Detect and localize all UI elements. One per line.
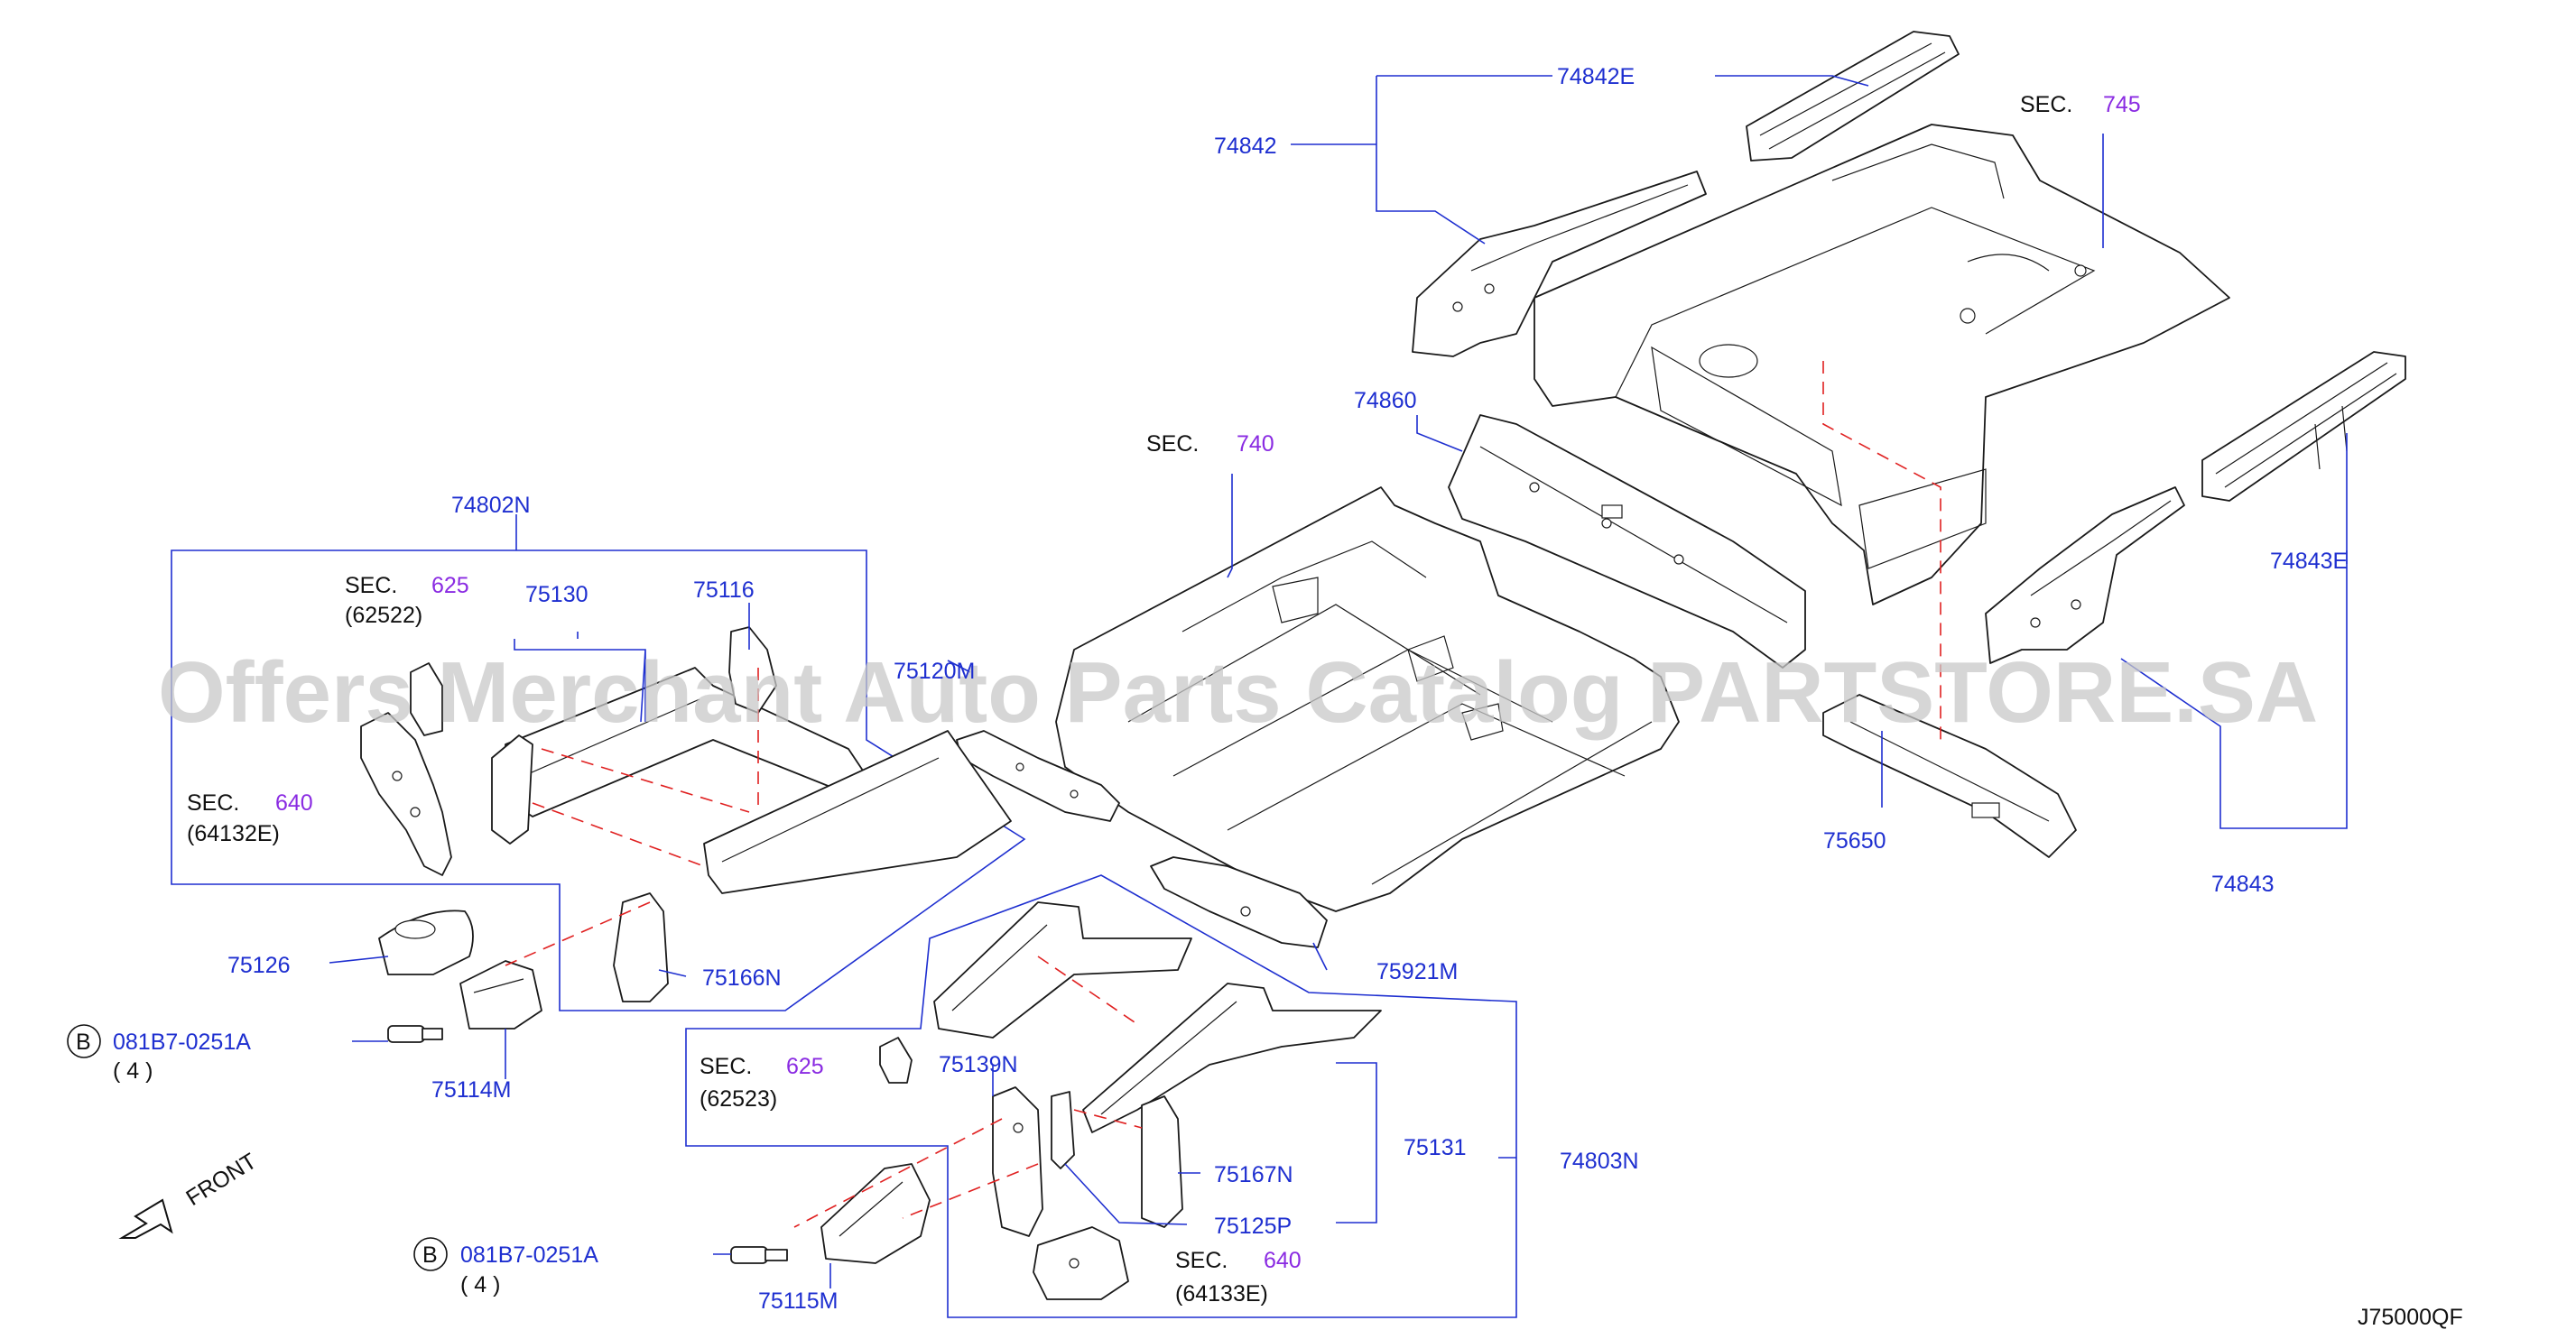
sec-640-a-prefix: SEC. xyxy=(187,790,239,816)
label-75167n: 75167N xyxy=(1214,1162,1293,1187)
rail-74843e xyxy=(2201,351,2406,502)
member-75131 xyxy=(933,901,1382,1133)
leader-74802n-bracket xyxy=(171,549,1026,1011)
sec-625-b-sub: (62523) xyxy=(700,1086,777,1112)
front-direction-arrow: FRONT xyxy=(118,1149,261,1239)
label-74860: 74860 xyxy=(1354,388,1417,413)
label-74843e: 74843E xyxy=(2270,549,2348,574)
bolt-b-callout: B 081B7-0251A ( 4 ) xyxy=(413,1237,598,1297)
label-74802n: 74802N xyxy=(451,493,531,518)
label-75125p: 75125P xyxy=(1214,1214,1292,1239)
part-75126 xyxy=(378,910,474,975)
bolt-a-icon xyxy=(387,1025,443,1043)
member-75130 xyxy=(505,667,1012,894)
sec-625-b-prefix: SEC. xyxy=(700,1054,752,1079)
part-75115m xyxy=(820,1163,931,1264)
alignment-line xyxy=(1822,361,1941,740)
label-75120m: 75120M xyxy=(894,659,975,684)
rear-floor-panel xyxy=(1534,124,2230,605)
alignment-line xyxy=(505,668,759,966)
sec-625-a-sub: (62522) xyxy=(345,603,422,628)
bolt-a-badge-letter: B xyxy=(76,1030,91,1055)
label-75650: 75650 xyxy=(1823,828,1886,854)
part-62523-bracket xyxy=(879,1037,913,1084)
bolt-b-qty: ( 4 ) xyxy=(460,1272,500,1297)
rail-74842e xyxy=(1746,31,1960,162)
sec-740-prefix: SEC. xyxy=(1146,431,1199,457)
member-74842 xyxy=(1412,171,1707,357)
part-62522-bracket xyxy=(410,662,443,736)
bolt-a-badge xyxy=(67,1024,101,1058)
part-75125p xyxy=(1051,1091,1075,1169)
part-64133e-bracket xyxy=(1033,1226,1129,1300)
part-75120m xyxy=(956,730,1120,822)
label-75130: 75130 xyxy=(525,582,588,607)
bolt-a-part: 081B7-0251A xyxy=(113,1030,251,1055)
leader-74803n-bracket xyxy=(685,874,1517,1318)
bolt-b-badge xyxy=(413,1237,448,1271)
sec-740-number: 740 xyxy=(1237,431,1274,457)
label-75139n: 75139N xyxy=(939,1052,1018,1077)
bolt-b-part: 081B7-0251A xyxy=(460,1242,598,1268)
label-74843: 74843 xyxy=(2211,872,2275,897)
sec-640-a-sub: (64132E) xyxy=(187,821,280,846)
bolt-a-callout: B 081B7-0251A ( 4 ) xyxy=(67,1024,251,1084)
part-75167n xyxy=(1141,1095,1183,1228)
part-75166n xyxy=(613,892,669,1002)
front-arrow-icon xyxy=(118,1198,173,1239)
part-75921m xyxy=(1150,856,1328,948)
label-75116: 75116 xyxy=(693,577,755,603)
label-75166n: 75166N xyxy=(702,965,782,991)
sec-640-b-sub: (64133E) xyxy=(1175,1281,1268,1307)
watermark-text: Offers Merchant Auto Parts Catalog PARTS… xyxy=(158,644,2318,741)
part-75114m xyxy=(459,960,542,1030)
crossmember-74860 xyxy=(1448,414,1806,669)
bracket-left-vertical xyxy=(491,734,533,845)
bolt-b-icon xyxy=(730,1246,788,1264)
sec-745-prefix: SEC. xyxy=(2020,92,2072,117)
label-75114m: 75114M xyxy=(431,1077,512,1103)
sec-625-a-prefix: SEC. xyxy=(345,573,397,598)
part-64132e-bracket xyxy=(360,712,452,876)
bolt-a-qty: ( 4 ) xyxy=(113,1058,153,1084)
leader-lines xyxy=(329,75,2348,1288)
member-74843 xyxy=(1985,486,2185,664)
sec-640-b-prefix: SEC. xyxy=(1175,1248,1228,1273)
sec-640-a-number: 640 xyxy=(275,790,313,816)
label-75921m: 75921M xyxy=(1376,959,1458,984)
part-75139n xyxy=(992,1086,1043,1237)
front-floor-panel xyxy=(1055,486,1680,912)
label-75115m: 75115M xyxy=(758,1288,839,1314)
member-75650 xyxy=(1822,694,2077,858)
front-label: FRONT xyxy=(181,1149,261,1211)
part-75116 xyxy=(728,626,777,714)
diagram-code: J75000QF xyxy=(2358,1305,2463,1330)
bolt-b-badge-letter: B xyxy=(422,1242,438,1268)
label-74842: 74842 xyxy=(1214,134,1277,159)
sec-625-b-number: 625 xyxy=(786,1054,824,1079)
sec-745-number: 745 xyxy=(2103,92,2141,117)
label-74842e: 74842E xyxy=(1557,64,1635,89)
sec-625-a-number: 625 xyxy=(431,573,469,598)
label-75126: 75126 xyxy=(227,953,291,978)
label-75131: 75131 xyxy=(1404,1135,1467,1160)
sec-640-b-number: 640 xyxy=(1264,1248,1302,1273)
label-74803n: 74803N xyxy=(1560,1149,1639,1174)
